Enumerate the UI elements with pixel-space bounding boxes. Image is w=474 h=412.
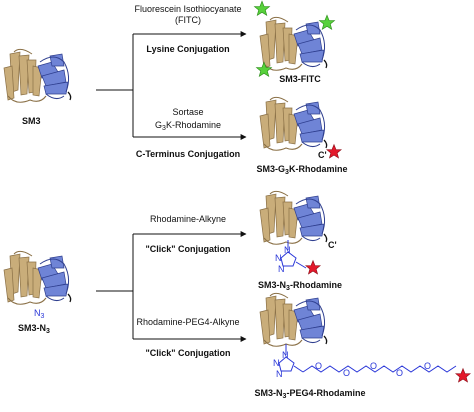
fitc-reagent-line1: Fluorescein Isothiocyanate bbox=[134, 4, 241, 14]
c-terminus-conjugation-label: C-Terminus Conjugation bbox=[136, 149, 240, 159]
sm3-n3-rhodamine-protein-icon bbox=[259, 190, 328, 245]
sm3-n3-label: SM3-N3 bbox=[18, 323, 50, 335]
rhodamine-peg4-alkyne-reagent: Rhodamine-PEG4-Alkyne bbox=[136, 317, 239, 327]
fitc-reagent-line2: (FITC) bbox=[175, 15, 201, 25]
triazole-n1: N bbox=[284, 245, 291, 255]
azide-label: N3 bbox=[34, 308, 45, 320]
triazole-n3: N bbox=[276, 369, 283, 379]
sortase-reagent-line1: Sortase bbox=[172, 107, 203, 117]
triazole-ring-icon bbox=[278, 344, 304, 373]
peg-oxygen-5: O bbox=[424, 361, 431, 371]
peg-oxygen-1: O bbox=[315, 361, 322, 371]
green-star-icon bbox=[253, 0, 271, 16]
peg-oxygen-2: O bbox=[343, 368, 350, 378]
c-prime-label: C' bbox=[318, 150, 327, 160]
sm3-fitc-protein-icon bbox=[259, 16, 328, 71]
lysine-conjugation-label: Lysine Conjugation bbox=[146, 44, 229, 54]
sm3-n3-peg4-rhodamine-label: SM3-N3-PEG4-Rhodamine bbox=[255, 388, 366, 400]
peg-oxygen-3: O bbox=[370, 361, 377, 371]
sm3-n3-rhodamine-label: SM3-N3-Rhodamine bbox=[258, 280, 342, 292]
sm3-fitc-label: SM3-FITC bbox=[279, 74, 321, 84]
sm3-label: SM3 bbox=[22, 116, 41, 126]
sm3-n3-peg4-rhodamine-protein-icon bbox=[259, 292, 328, 347]
red-star-icon bbox=[305, 260, 321, 275]
triazole-n1: N bbox=[282, 350, 289, 360]
rhodamine-alkyne-reagent: Rhodamine-Alkyne bbox=[150, 214, 226, 224]
triazole-n2: N bbox=[275, 253, 282, 263]
click-conjugation-label-1: "Click" Conjugation bbox=[145, 244, 230, 254]
click-conjugation-label-2: "Click" Conjugation bbox=[145, 348, 230, 358]
triazole-ring-icon bbox=[280, 240, 307, 269]
sm3-g3k-rhodamine-protein-icon bbox=[259, 96, 328, 151]
triazole-n2: N bbox=[273, 358, 280, 368]
red-star-icon bbox=[326, 144, 342, 159]
triazole-n3: N bbox=[278, 264, 285, 274]
peg4-linker-chain bbox=[302, 365, 457, 373]
c-prime-label-2: C' bbox=[328, 240, 337, 250]
g3k-rhodamine-reagent: G3K-Rhodamine bbox=[155, 120, 221, 132]
sm3-g3k-rhodamine-label: SM3-G3K-Rhodamine bbox=[257, 164, 348, 176]
sm3-protein-icon bbox=[3, 48, 72, 103]
peg-oxygen-4: O bbox=[396, 368, 403, 378]
red-star-icon bbox=[455, 368, 471, 383]
green-star-icon bbox=[318, 14, 336, 30]
sm3-n3-protein-icon bbox=[3, 250, 72, 305]
